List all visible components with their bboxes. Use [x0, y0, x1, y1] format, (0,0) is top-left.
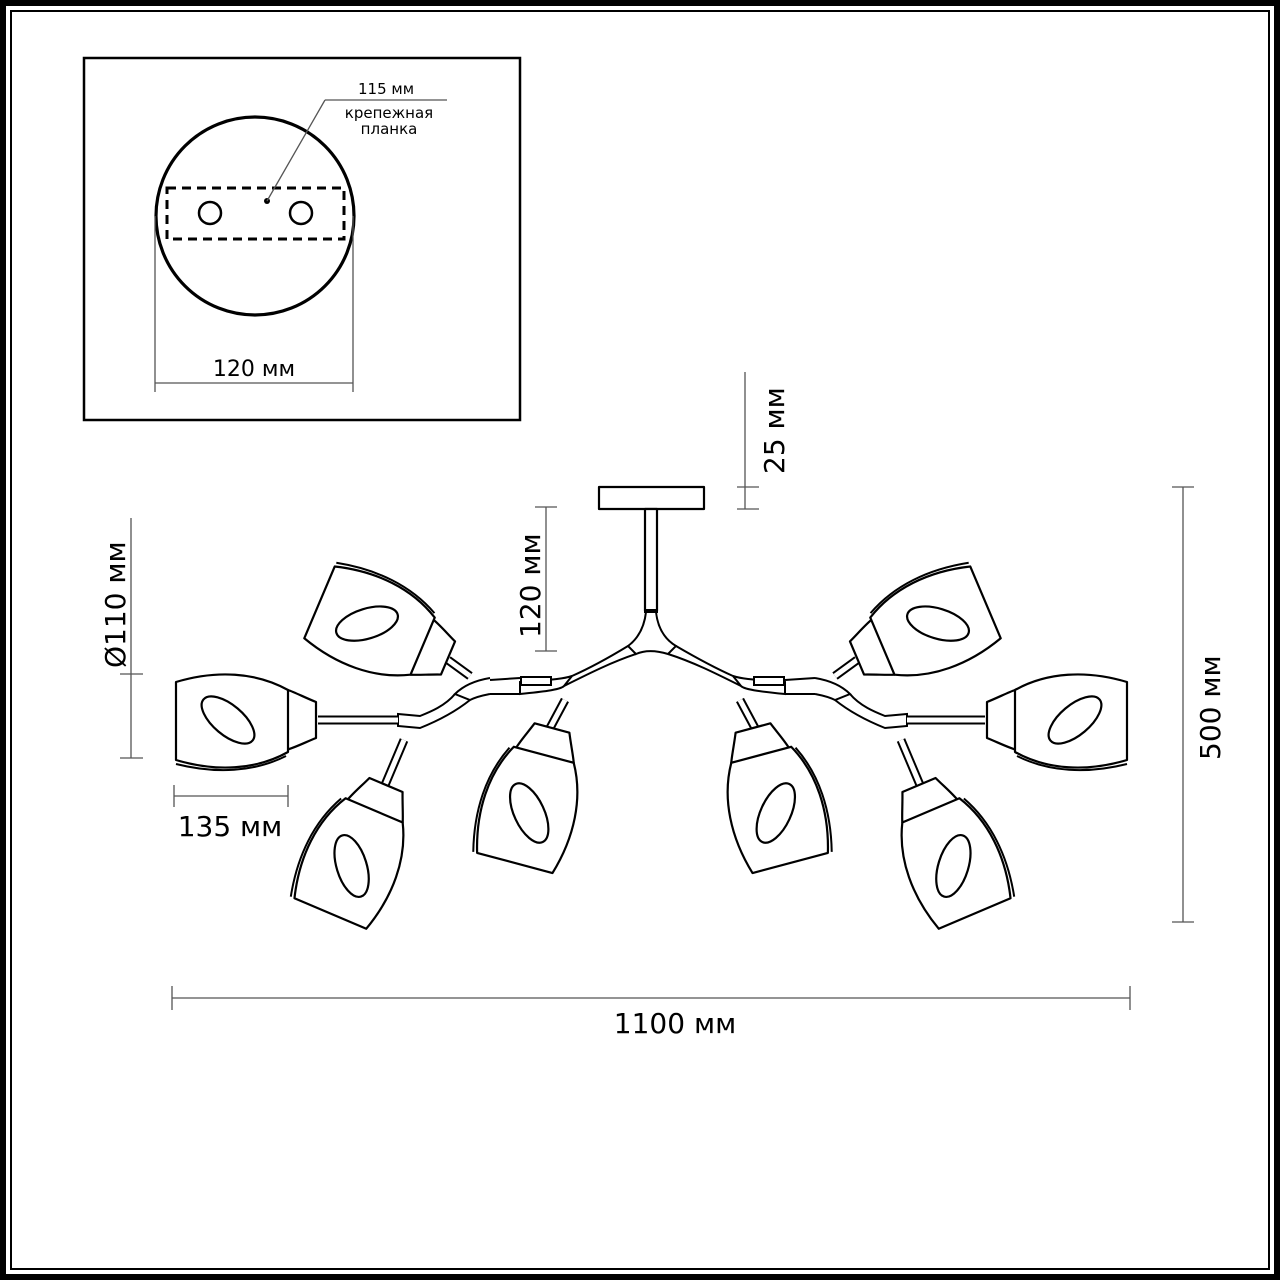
screw-hole-left — [197, 200, 223, 226]
rod-length-label: 120 мм — [514, 533, 547, 638]
bar-length-label: 115 мм — [358, 80, 414, 98]
shade-center-right — [707, 713, 839, 877]
canopy — [597, 485, 706, 613]
inner-frame — [10, 10, 1270, 1270]
total-width-label: 1100 мм — [614, 1007, 736, 1040]
bar-desc-label-1: крепежная — [345, 104, 433, 122]
shade-mid-left — [174, 673, 318, 772]
stem-rod — [643, 507, 659, 613]
shade-lower-right — [875, 764, 1021, 933]
dim-shade-diameter: Ø110 мм — [99, 518, 143, 759]
arms — [318, 611, 985, 787]
mounting-plate-inset: 115 мм крепежная планка 120 мм — [82, 56, 522, 422]
leader-line — [266, 99, 326, 202]
shade-mid-right — [985, 673, 1129, 772]
canopy-diameter-label: 120 мм — [213, 357, 295, 382]
dim-canopy-height: 25 мм — [737, 372, 791, 510]
shade-center-left — [466, 713, 598, 877]
dim-total-width: 1100 мм — [171, 986, 1131, 1040]
shade-diameter-label: Ø110 мм — [99, 541, 132, 668]
dim-total-height: 500 мм — [1172, 486, 1227, 923]
shade-lower-left — [284, 764, 430, 933]
shade-length-label: 135 мм — [178, 810, 283, 843]
shade-upper-right — [836, 556, 1005, 702]
shade-upper-left — [300, 556, 469, 702]
bar-desc-label-2: планка — [361, 120, 418, 138]
canopy-top-view — [154, 115, 356, 317]
mounting-bar-dashed — [165, 186, 346, 241]
canopy-height-label: 25 мм — [758, 387, 791, 474]
dim-rod-length: 120 мм — [514, 506, 557, 652]
screw-hole-right — [288, 200, 314, 226]
total-height-label: 500 мм — [1194, 655, 1227, 760]
dim-shade-length: 135 мм — [173, 785, 289, 843]
